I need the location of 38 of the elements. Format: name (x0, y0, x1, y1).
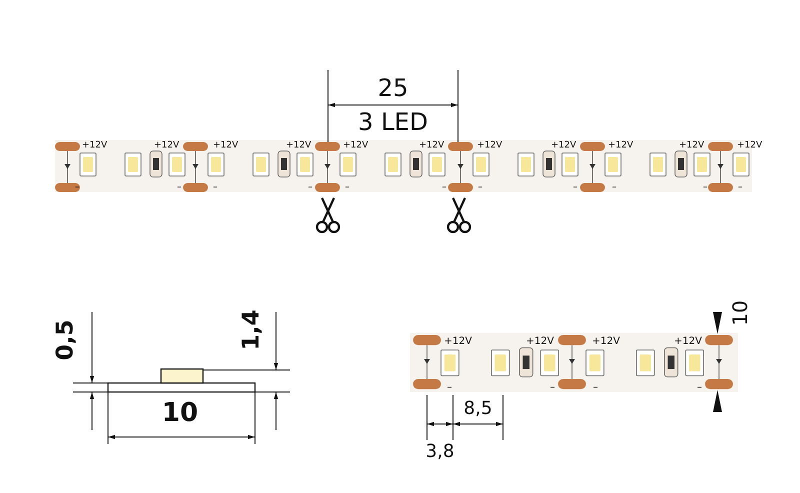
voltage-label: +12V (444, 337, 472, 347)
voltage-label: +12V (737, 142, 762, 150)
polarity-mark: – (308, 184, 312, 192)
voltage-label: +12V (551, 142, 576, 150)
dimension-label: 8,5 (464, 400, 492, 418)
dimension-label: 10 (730, 300, 750, 326)
polarity-mark: – (573, 184, 578, 192)
dimension-label: 1,4 (240, 310, 264, 350)
voltage-label: +12V (608, 142, 634, 150)
polarity-mark: – (213, 184, 218, 192)
voltage-label: +12V (592, 337, 620, 347)
polarity-mark: – (738, 184, 742, 192)
voltage-label: +12V (343, 142, 368, 150)
polarity-mark: – (550, 383, 555, 393)
polarity-mark: – (593, 383, 598, 393)
dimension-label: 0,5 (54, 320, 78, 360)
voltage-label: +12V (286, 142, 312, 150)
dimension-label: 3 LED (358, 110, 428, 134)
dimension-label: 25 (378, 76, 408, 100)
voltage-label: +12V (526, 337, 554, 347)
voltage-label: +12V (674, 337, 702, 347)
voltage-label: +12V (419, 142, 444, 150)
polarity-mark: – (447, 383, 452, 393)
voltage-label: +12V (82, 142, 108, 150)
polarity-mark: – (703, 184, 708, 192)
polarity-mark: – (345, 184, 350, 192)
voltage-label: +12V (213, 142, 238, 150)
voltage-label: +12V (679, 142, 704, 150)
polarity-mark: – (612, 184, 616, 192)
polarity-mark: – (478, 184, 482, 192)
polarity-mark: – (442, 184, 446, 192)
dimension-label: 10 (162, 400, 198, 426)
polarity-mark: – (177, 184, 182, 192)
dimension-label: 3,8 (426, 443, 454, 461)
voltage-label: +12V (477, 142, 502, 150)
polarity-mark: – (75, 184, 80, 192)
voltage-label: +12V (154, 142, 180, 150)
polarity-mark: – (697, 383, 702, 393)
